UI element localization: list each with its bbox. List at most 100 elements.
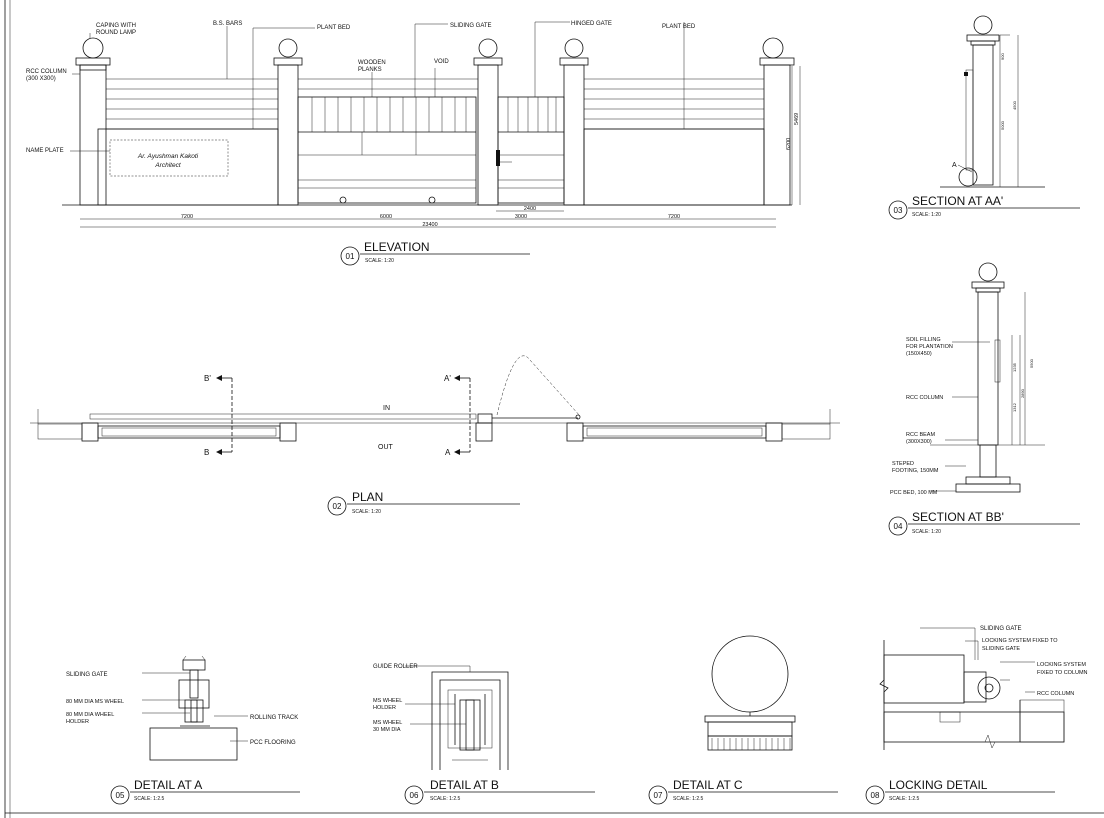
bb-dim-a: 1235 [1012,362,1017,372]
round-lamp-2 [278,38,298,58]
dim-height-1: 6200 [786,138,792,150]
detail-a-title: DETAIL AT A [134,778,202,792]
lk-label-rcc-column: RCC COLUMN [1037,691,1074,697]
da-label-track: ROLLING TRACK [250,715,298,721]
plan-marker-b-bottom: B [204,448,209,457]
hinged-gate [496,96,565,204]
plan-scale: SCALE: 1:20 [352,509,381,515]
label-name-plate: NAME PLATE [26,148,64,154]
aa-dim-c: 4500 [1012,100,1017,110]
label-void: VOID [434,59,449,65]
section-bb-title: SECTION AT BB' [912,510,1004,524]
bb-dim-b: 1312 [1012,402,1017,412]
title-elevation: 01 ELEVATION SCALE: 1:20 [340,240,530,266]
detail-c-title: DETAIL AT C [673,778,743,792]
dim-3000: 3000 [515,214,527,220]
dim-7200-right: 7200 [668,214,680,220]
rcc-column-2 [277,64,299,206]
svg-text:08: 08 [871,791,880,800]
svg-text:06: 06 [410,791,419,800]
dim-7200-left: 7200 [181,214,193,220]
detail-b-title: DETAIL AT B [430,778,499,792]
lamp-globe [711,635,789,713]
plan-out-label: OUT [378,444,394,451]
label-sliding-gate: SLIDING GATE [450,23,492,29]
round-lamp-3 [478,38,498,58]
elevation-title: ELEVATION [364,240,430,254]
title-detail-b: 06 DETAIL AT B SCALE: 1:2.5 [404,778,595,805]
sliding-gate [297,96,477,204]
svg-text:01: 01 [346,252,355,261]
svg-text:02: 02 [333,502,342,511]
svg-text:05: 05 [116,791,125,800]
label-rcc-column: RCC COLUMN(300 X300) [26,69,67,82]
section-aa-title: SECTION AT AA' [912,194,1003,208]
marker-a: A [952,162,957,169]
plan-marker-b-top: B' [204,374,211,383]
label-plant-bed-2: PLANT BED [662,24,696,30]
rcc-column-3 [477,64,499,206]
svg-text:07: 07 [654,791,663,800]
da-label-pcc: PCC FLOORING [250,740,296,746]
title-detail-a: 05 DETAIL AT A SCALE: 1:2.5 [110,778,300,805]
da-label-wheel: 80 MM DIA MS WHEEL [66,699,124,705]
aa-dim-b: 5000 [1000,120,1005,130]
svg-text:04: 04 [894,522,903,531]
section-aa-drawing: A 900 5000 4500 [940,15,1045,188]
db-label-guide: GUIDE ROLLER [373,664,418,670]
elevation-scale: SCALE: 1:20 [365,258,394,264]
plan-marker-a-top: A' [444,374,451,383]
title-section-aa: 03 SECTION AT AA' SCALE: 1:20 [888,194,1080,220]
plan-drawing: B' B A' A IN OUT [30,355,840,457]
detail-b-scale: SCALE: 1:2.5 [430,796,461,802]
bb-label-pcc: PCC BED, 100 MM [890,490,938,496]
bb-dim-d: 5500 [1029,358,1034,368]
detail-a-scale: SCALE: 1:2.5 [134,796,165,802]
bb-label-rcc-column: RCC COLUMN [906,395,943,401]
locking-detail-title: LOCKING DETAIL [889,778,988,792]
section-aa-scale: SCALE: 1:20 [912,212,941,218]
aa-dim-a: 900 [1000,53,1005,60]
svg-text:03: 03 [894,206,903,215]
bb-label-rcc-beam: RCC BEAM(300X300) [906,432,935,445]
detail-c-scale: SCALE: 1:2.5 [673,796,704,802]
dim-total: 23400 [422,222,437,228]
label-plant-bed-1: PLANT BED [317,25,351,31]
round-lamp-5 [762,37,784,59]
detail-c-drawing [704,635,796,751]
title-section-bb: 04 SECTION AT BB' SCALE: 1:20 [888,510,1080,536]
detail-a-drawing: SLIDING GATE 80 MM DIA MS WHEEL 80 MM DI… [66,655,298,761]
plan-in-label: IN [383,405,390,412]
da-label-sliding-gate: SLIDING GATE [66,672,108,678]
plan-title: PLAN [352,490,383,504]
title-plan: 02 PLAN SCALE: 1:20 [327,490,520,516]
label-hinged-gate: HINGED GATE [571,21,612,27]
round-lamp-4 [564,38,584,58]
lk-label-sliding-gate: SLIDING GATE [980,626,1022,632]
plan-marker-a-bottom: A [445,448,451,457]
rcc-column-1 [79,64,107,206]
locking-detail-scale: SCALE: 1:2.5 [889,796,920,802]
section-bb-scale: SCALE: 1:20 [912,529,941,535]
bb-dim-c: 2890 [1020,388,1025,398]
rcc-column-4 [563,64,585,206]
dim-6000: 6000 [380,214,392,220]
dim-height-2: 5469 [794,113,800,125]
rcc-column-5 [763,64,791,206]
round-lamp-1 [82,37,104,59]
